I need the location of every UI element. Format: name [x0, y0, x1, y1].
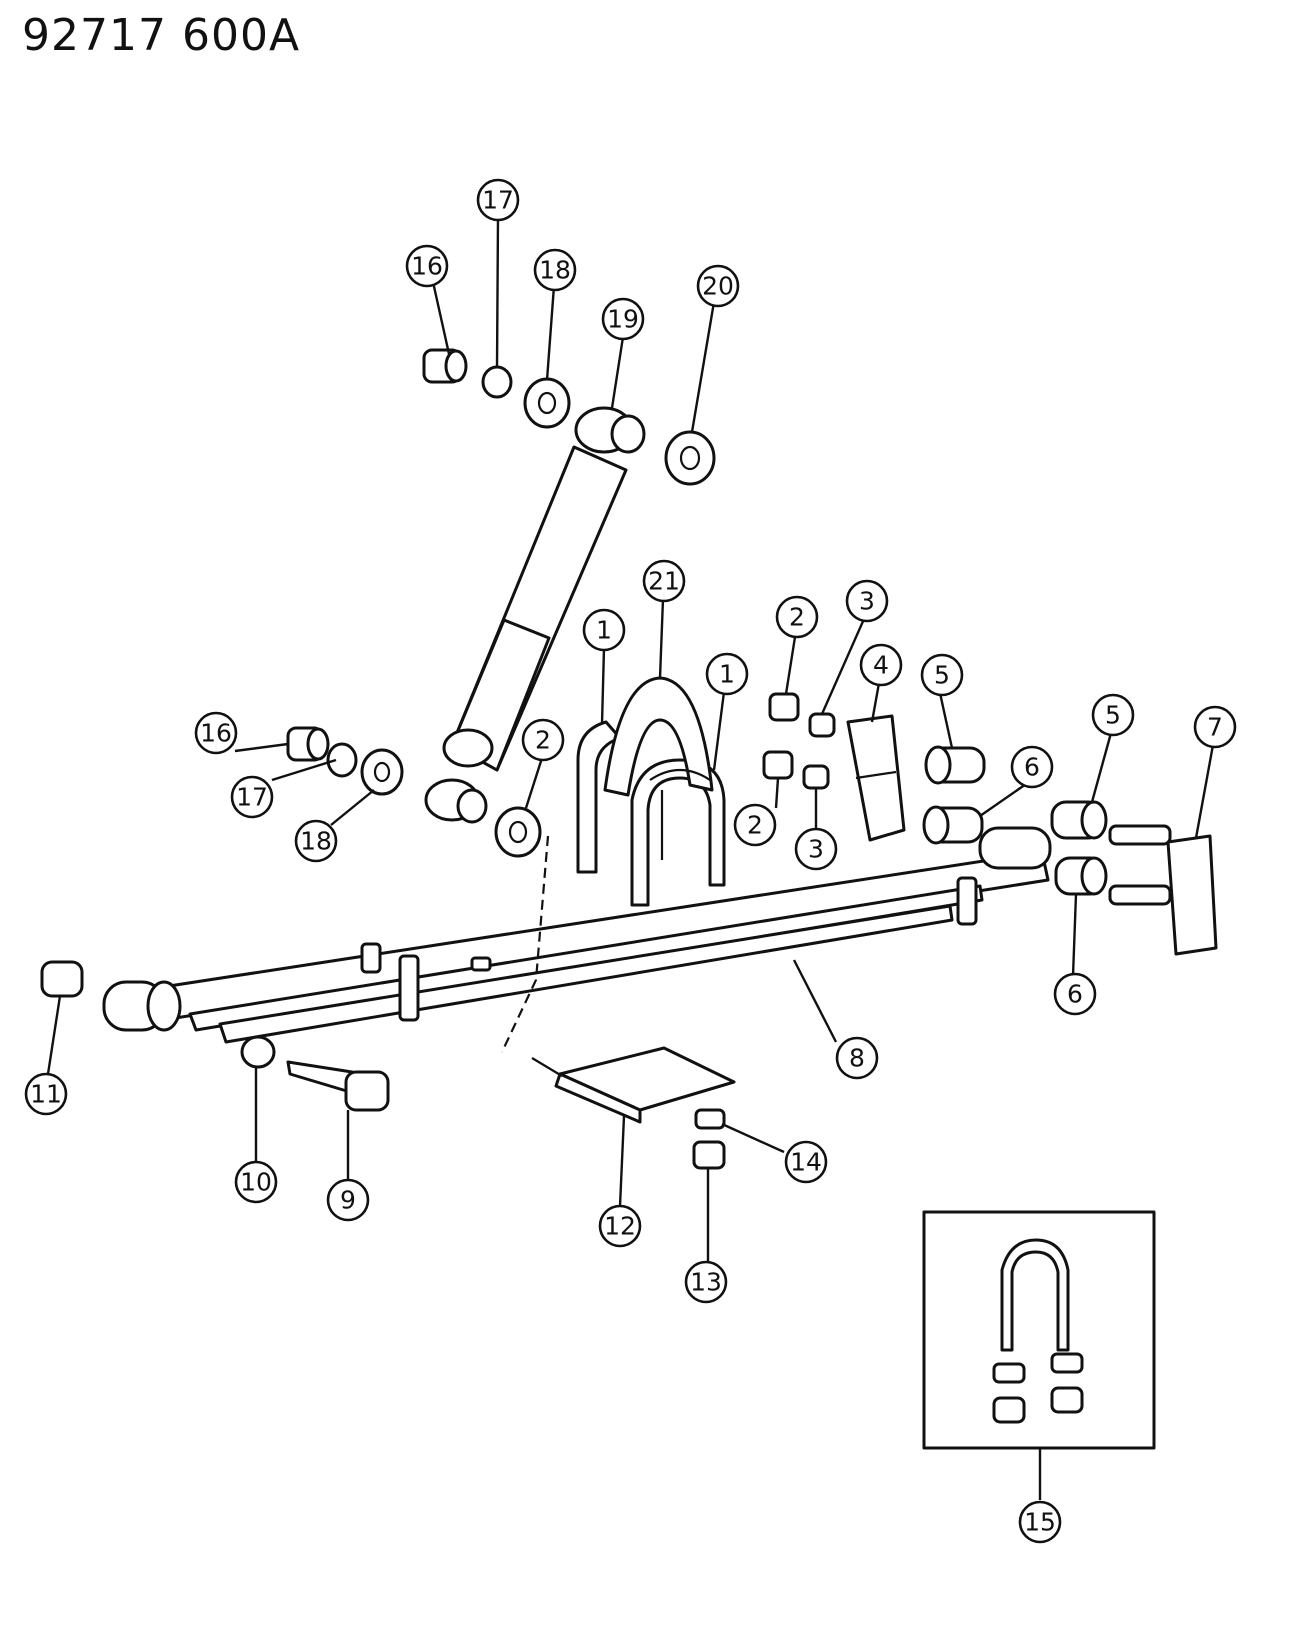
svg-text:6: 6	[1067, 980, 1083, 1009]
u-bolt-kit-box	[922, 1210, 1156, 1450]
callout-1b: 1	[705, 652, 749, 696]
svg-text:2: 2	[535, 726, 551, 755]
leaf-spring	[102, 826, 1052, 1044]
callout-5b: 5	[1091, 693, 1135, 737]
lower-bushings	[286, 726, 542, 858]
svg-text:14: 14	[790, 1148, 822, 1177]
nuts-washers	[762, 692, 836, 790]
callout-11: 11	[24, 1072, 68, 1116]
figure-code: 92717 600A	[22, 10, 301, 61]
svg-text:6: 6	[1024, 753, 1040, 782]
svg-text:8: 8	[849, 1044, 865, 1073]
callout-2b: 2	[521, 718, 565, 762]
callout-20: 20	[696, 264, 740, 308]
callout-17a: 17	[476, 178, 520, 222]
callout-10: 10	[234, 1160, 278, 1204]
callout-19: 19	[601, 297, 645, 341]
svg-text:1: 1	[719, 660, 735, 689]
svg-text:9: 9	[340, 1186, 356, 1215]
callout-21: 21	[642, 559, 686, 603]
callout-4: 4	[859, 643, 903, 687]
svg-text:20: 20	[702, 272, 734, 301]
spring-plate	[846, 714, 906, 842]
svg-text:19: 19	[607, 305, 639, 334]
svg-text:12: 12	[604, 1212, 636, 1241]
bushings-5-6	[922, 745, 1108, 896]
callout-15: 15	[1018, 1500, 1062, 1544]
svg-text:1: 1	[596, 616, 612, 645]
svg-text:17: 17	[236, 783, 268, 812]
svg-text:5: 5	[934, 661, 950, 690]
callout-6a: 6	[1010, 745, 1054, 789]
callout-8: 8	[835, 1036, 879, 1080]
spring-shackle	[1108, 824, 1218, 956]
callout-16b: 16	[194, 711, 238, 755]
callout-12: 12	[598, 1204, 642, 1248]
svg-text:3: 3	[859, 587, 875, 616]
svg-text:17: 17	[482, 186, 514, 215]
callout-14: 14	[784, 1140, 828, 1184]
spring-seat-plate	[501, 835, 736, 1170]
svg-text:18: 18	[539, 256, 571, 285]
svg-text:7: 7	[1207, 713, 1223, 742]
callout-3a: 3	[845, 579, 889, 623]
svg-text:4: 4	[873, 651, 889, 680]
callout-1a: 1	[582, 608, 626, 652]
callout-2a: 2	[775, 595, 819, 639]
callout-2c: 2	[733, 803, 777, 847]
callout-3b: 3	[794, 827, 838, 871]
shock-absorber	[424, 406, 646, 824]
svg-text:2: 2	[789, 603, 805, 632]
svg-text:11: 11	[30, 1080, 62, 1109]
svg-text:18: 18	[300, 827, 332, 856]
svg-text:15: 15	[1024, 1508, 1056, 1537]
leader-lines	[46, 215, 1215, 1500]
svg-text:2: 2	[747, 811, 763, 840]
callout-18b: 18	[294, 819, 338, 863]
callout-9: 9	[326, 1178, 370, 1222]
svg-text:10: 10	[240, 1168, 272, 1197]
svg-text:3: 3	[808, 835, 824, 864]
callout-13: 13	[684, 1260, 728, 1304]
svg-text:5: 5	[1105, 701, 1121, 730]
svg-text:16: 16	[200, 719, 232, 748]
callout-7: 7	[1193, 705, 1237, 749]
svg-text:13: 13	[690, 1268, 722, 1297]
u-bolts	[576, 676, 726, 907]
svg-text:16: 16	[411, 252, 443, 281]
callout-18a: 18	[533, 248, 577, 292]
callout-17b: 17	[230, 775, 274, 819]
eye-hardware	[40, 960, 390, 1112]
svg-text:21: 21	[648, 567, 680, 596]
callout-16a: 16	[405, 244, 449, 288]
callout-5a: 5	[920, 653, 964, 697]
callout-6b: 6	[1053, 972, 1097, 1016]
